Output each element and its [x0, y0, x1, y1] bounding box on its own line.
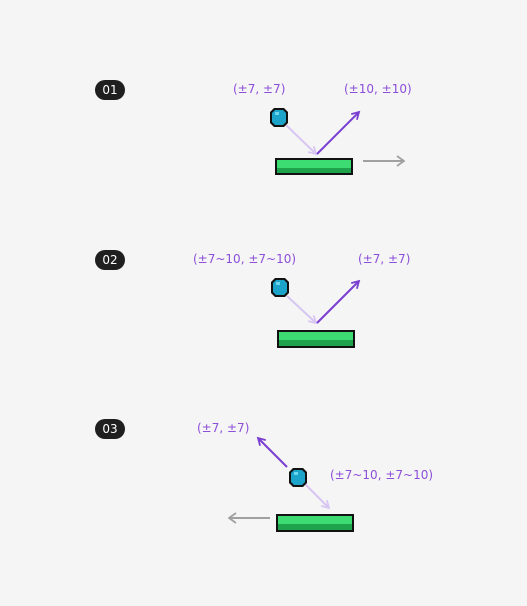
outgoing-arrow — [316, 110, 361, 155]
step-badge-03: 03 — [95, 419, 125, 439]
incoming-velocity-label-01: (±7, ±7) — [233, 82, 286, 96]
incoming-velocity-label-03: (±7~10, ±7~10) — [330, 468, 434, 482]
paddle — [277, 330, 355, 348]
incoming-arrow — [286, 295, 318, 325]
outgoing-velocity-label-02: (±7, ±7) — [358, 252, 411, 266]
panel-01 — [270, 108, 404, 175]
outgoing-velocity-label-03: (±7, ±7) — [197, 421, 250, 435]
ball — [289, 468, 307, 487]
ball — [271, 278, 289, 297]
paddle — [275, 158, 353, 175]
incoming-arrow — [285, 124, 318, 156]
step-badge-01: 01 — [95, 80, 125, 100]
outgoing-arrow — [316, 279, 361, 324]
panel-02 — [271, 278, 361, 348]
outgoing-velocity-label-01: (±10, ±10) — [344, 82, 412, 96]
incoming-arrow — [304, 483, 331, 510]
step-badge-02: 02 — [95, 250, 125, 270]
ball — [270, 108, 288, 127]
paddle — [276, 514, 354, 532]
outgoing-arrow — [256, 436, 288, 468]
panel-03 — [229, 436, 354, 532]
incoming-velocity-label-02: (±7~10, ±7~10) — [193, 252, 297, 266]
